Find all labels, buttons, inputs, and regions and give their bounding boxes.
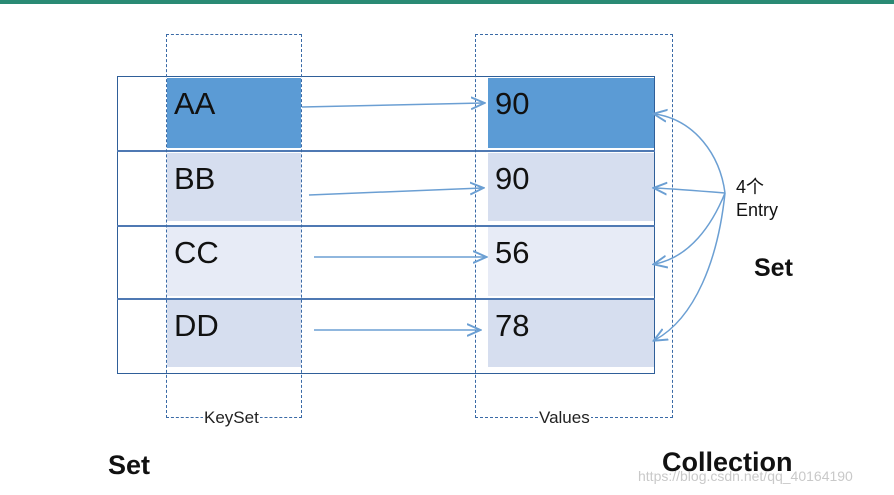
key-text: AA (174, 86, 216, 121)
row-divider (117, 298, 655, 300)
value-text: 90 (495, 161, 530, 196)
keyset-type-label: Set (108, 450, 151, 480)
entry-arrow (655, 114, 726, 194)
values-type-label: Collection (662, 447, 793, 477)
key-value-arrow (308, 188, 482, 196)
entry-count-label: 4个 Entry (736, 176, 778, 222)
row-divider (117, 150, 655, 152)
values-label: Values (538, 408, 591, 428)
key-text: BB (174, 161, 216, 196)
top-accent-bar (0, 0, 894, 4)
entry-count-text: 4个 (736, 177, 765, 197)
keyset-label: KeySet (203, 408, 260, 428)
watermark-text: https://blog.csdn.net/qq_40164190 (638, 468, 853, 484)
entry-arrow (655, 188, 726, 193)
entry-word-text: Entry (736, 200, 779, 220)
key-value-arrow (301, 103, 483, 107)
value-text: 78 (495, 308, 530, 343)
value-cell: 90 (488, 78, 654, 148)
key-text: DD (174, 308, 219, 343)
key-text: CC (174, 235, 219, 270)
key-cell: DD (167, 300, 301, 367)
value-cell: 78 (488, 300, 654, 367)
key-cell: CC (167, 227, 301, 296)
value-text: 56 (495, 235, 530, 270)
value-cell: 90 (488, 153, 654, 221)
row-divider (117, 225, 655, 227)
value-text: 90 (495, 86, 530, 121)
key-cell: BB (167, 153, 301, 221)
value-cell: 56 (488, 227, 654, 296)
entry-arrow (655, 192, 726, 340)
key-cell: AA (167, 78, 301, 148)
entry-arrow (655, 192, 726, 264)
entry-set-label: Set (754, 254, 793, 282)
